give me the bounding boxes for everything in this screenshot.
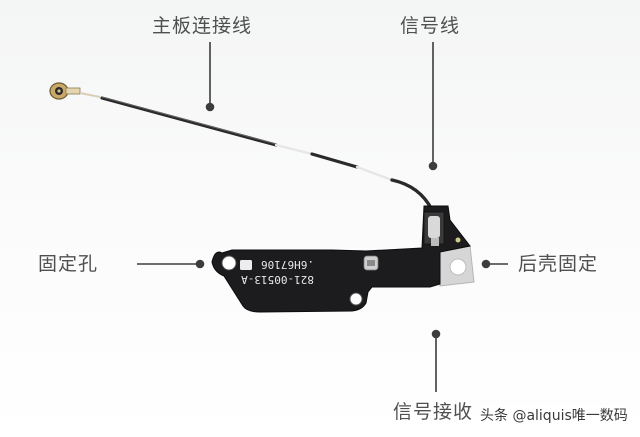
label-back-cover-mount: 后壳固定 xyxy=(518,253,599,275)
label-mainboard-cable: 主板连接线 xyxy=(152,15,253,37)
label-signal-cable: 信号线 xyxy=(400,15,461,37)
ufl-connector-icon xyxy=(49,82,101,100)
svg-text:821-00513-A: 821-00513-A xyxy=(241,273,314,286)
watermark: 头条 @aliquis唯一数码 xyxy=(480,405,628,425)
svg-text:.6H67106: .6H67106 xyxy=(261,258,314,271)
mounting-hole-icon xyxy=(221,255,237,271)
antenna-bracket: 821-00513-A .6H67106 xyxy=(211,205,471,313)
metal-mount-tab xyxy=(439,245,475,287)
label-mounting-hole: 固定孔 xyxy=(38,253,99,275)
board-marking: 821-00513-A .6H67106 xyxy=(240,258,314,286)
leader-lines xyxy=(137,42,508,392)
coax-cable xyxy=(100,96,438,224)
label-signal-receiver: 信号接收 xyxy=(393,401,474,423)
